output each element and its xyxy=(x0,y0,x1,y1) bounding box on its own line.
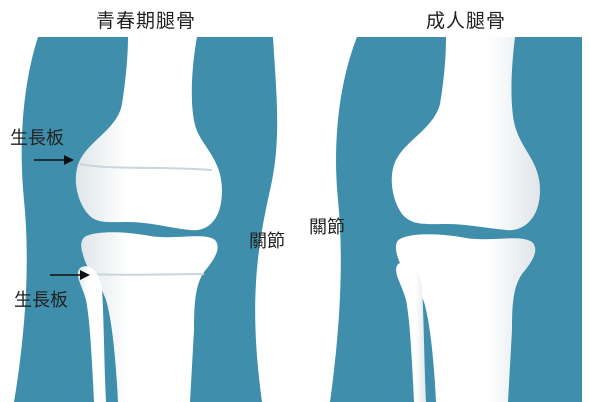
growth-plate-upper-label: 生長板 xyxy=(10,124,64,150)
adult-title: 成人腿骨 xyxy=(426,6,506,33)
adult-joint-label: 關節 xyxy=(309,213,345,239)
growth-plate-lower-label: 生長板 xyxy=(14,286,68,312)
adolescent-title: 青春期腿骨 xyxy=(96,6,196,33)
adult-knee-illustration xyxy=(330,37,582,402)
adolescent-tibia-growth-plate xyxy=(94,274,204,275)
adolescent-joint-label: 關節 xyxy=(249,227,285,253)
adolescent-knee-illustration xyxy=(14,37,277,402)
